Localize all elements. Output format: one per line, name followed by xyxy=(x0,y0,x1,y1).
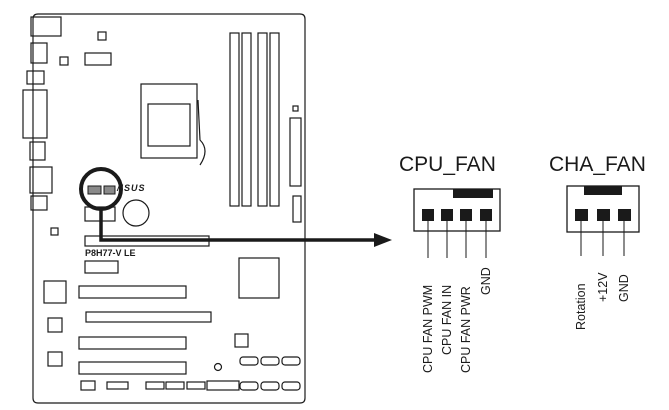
vga-port xyxy=(22,89,48,139)
cpu-lever xyxy=(197,99,206,166)
component xyxy=(47,317,63,333)
dimm-slot xyxy=(241,32,252,207)
sata-port xyxy=(260,381,280,391)
header xyxy=(145,381,165,390)
cpu-fan-pin-label: CPU FAN PWM xyxy=(421,284,435,373)
sata-port xyxy=(239,356,259,366)
cpu-fan-connector xyxy=(413,188,501,258)
header xyxy=(165,381,185,390)
cpu-fan-pin-label: GND xyxy=(479,267,493,295)
header xyxy=(186,381,206,390)
sata-port xyxy=(260,356,280,366)
atx-12v-connector xyxy=(84,52,112,66)
sata-port xyxy=(239,381,259,391)
leader-line xyxy=(99,209,378,242)
io-port xyxy=(30,16,62,37)
cha-fan-title: CHA_FAN xyxy=(549,153,646,176)
brand-logo: /ISUS xyxy=(117,183,146,193)
pci-slot xyxy=(78,361,187,375)
component xyxy=(47,351,63,367)
header xyxy=(106,381,129,390)
cpu-socket xyxy=(140,83,198,159)
sata-port xyxy=(281,381,301,391)
chipset xyxy=(238,257,280,299)
component xyxy=(84,260,119,274)
component xyxy=(213,362,223,372)
component xyxy=(97,31,107,41)
header xyxy=(80,380,96,391)
component xyxy=(292,105,299,112)
component xyxy=(292,195,302,223)
component xyxy=(234,333,249,348)
cpu-fan-header-pin xyxy=(87,185,102,195)
cpu-fan-title: CPU_FAN xyxy=(399,153,496,176)
atx-24pin-connector xyxy=(289,117,302,187)
header xyxy=(206,380,240,391)
io-port xyxy=(26,70,45,85)
cpu-socket-inner xyxy=(147,103,191,147)
pci-slot xyxy=(78,336,187,350)
component xyxy=(59,56,69,66)
dimm-slot xyxy=(269,32,280,207)
io-port xyxy=(29,166,53,194)
battery xyxy=(122,199,150,227)
dimm-slot xyxy=(229,32,240,207)
io-port xyxy=(30,42,48,64)
cha-fan-connector xyxy=(566,185,640,256)
io-port xyxy=(30,195,48,211)
component xyxy=(43,280,67,304)
pcie-x16-slot xyxy=(85,311,212,323)
board-model-label: P8H77-V LE xyxy=(85,248,136,258)
cha-fan-pin-label: Rotation xyxy=(574,283,588,330)
cha-fan-pin-label: +12V xyxy=(596,272,610,302)
component xyxy=(50,227,59,236)
arrowhead-icon xyxy=(374,233,392,247)
board-outline xyxy=(32,13,306,404)
cha-fan-pin-label: GND xyxy=(617,274,631,302)
dimm-slot xyxy=(257,32,268,207)
pci-slot xyxy=(78,285,187,299)
cpu-fan-header-pin xyxy=(103,185,116,195)
cpu-fan-pin-label: CPU FAN IN xyxy=(440,284,454,355)
io-port xyxy=(29,141,46,161)
cpu-fan-pin-label: CPU FAN PWR xyxy=(459,286,473,373)
sata-port xyxy=(281,356,301,366)
